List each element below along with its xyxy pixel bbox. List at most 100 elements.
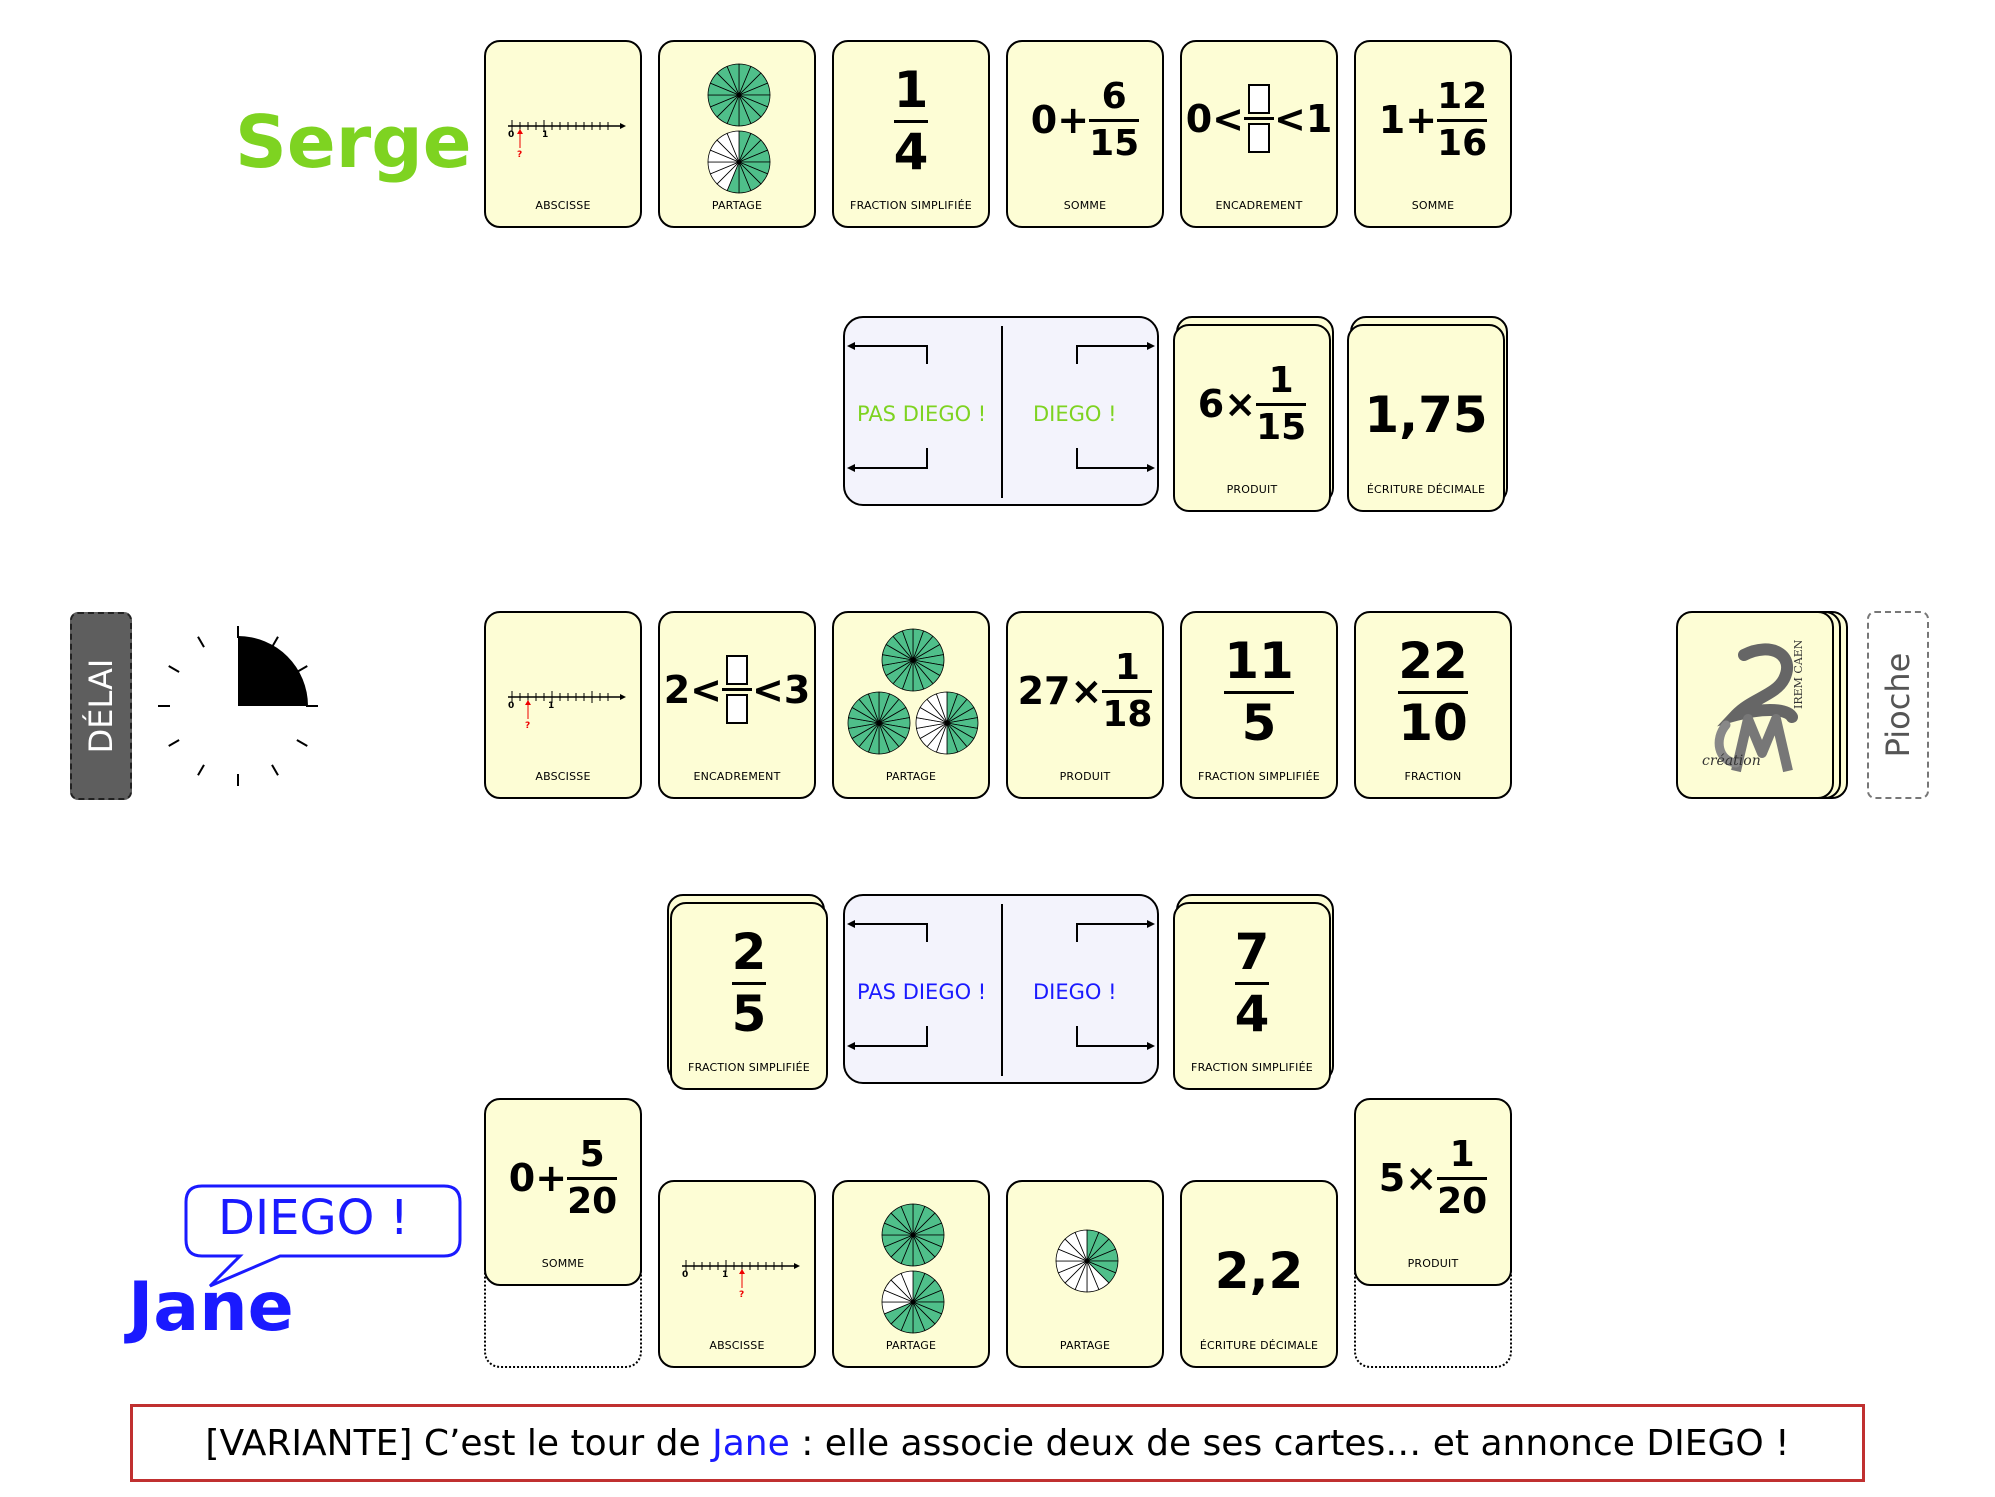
numerator: 22 (1398, 632, 1468, 690)
pioche-label: Pioche (1879, 652, 1917, 758)
prefix: 27× (1017, 669, 1103, 714)
card-caption: FRACTION (1404, 770, 1462, 783)
card-caption: FRACTION SIMPLIFIÉE (850, 199, 972, 212)
pie-slice (900, 1203, 914, 1236)
prefix: 0+ (1030, 98, 1090, 143)
card-caption: PARTAGE (1059, 1339, 1111, 1352)
card-caption: ENCADREMENT (1215, 199, 1303, 212)
axis-label-1: 1 (722, 1270, 729, 1280)
card-caption: PRODUIT (1059, 770, 1111, 783)
card-produit[interactable]: 27× 1 18 PRODUIT (1006, 611, 1164, 799)
card-caption: ABSCISSE (535, 199, 591, 212)
card-partage[interactable]: PARTAGE (832, 611, 990, 799)
card-caption: ENCADREMENT (693, 770, 781, 783)
card-partage[interactable]: PARTAGE (658, 40, 816, 228)
card-encadrement[interactable]: 0< <1 ENCADREMENT (1180, 40, 1338, 228)
card-abscisse[interactable]: 0 1 ? ABSCISSE (658, 1180, 816, 1368)
card-caption: ABSCISSE (535, 770, 591, 783)
pie-icon (847, 628, 979, 755)
card-caption: ÉCRITURE DÉCIMALE (1366, 483, 1486, 496)
caption-box: [VARIANTE] C’est le tour de Jane : elle … (130, 1404, 1865, 1482)
denominator: 16 (1437, 122, 1488, 164)
diego-label: DIEGO ! (1033, 980, 1117, 1004)
numerator: 1 (1114, 647, 1140, 688)
pie-slice (867, 691, 880, 724)
denominator: 5 (1241, 693, 1277, 752)
caption-name: Jane (712, 1422, 790, 1464)
pie-slice (901, 628, 914, 661)
timer-tick (197, 636, 205, 648)
left-bound: 2< (663, 667, 722, 712)
pie-slice (900, 1270, 914, 1303)
card-caption: ÉCRITURE DÉCIMALE (1199, 1339, 1319, 1352)
card-encadrement[interactable]: 2< <3 ENCADREMENT (658, 611, 816, 799)
card-caption: SOMME (1411, 199, 1455, 212)
pie-slice (726, 63, 740, 96)
number-line-icon (682, 1260, 800, 1288)
card-abscisse[interactable]: 0 1 ? ABSCISSE (484, 40, 642, 228)
irem-logo-sub: création (1702, 753, 1761, 769)
card-caption: FRACTION SIMPLIFIÉE (1191, 1061, 1313, 1074)
serge-diego-board[interactable]: PAS DIEGO ! DIEGO ! (843, 316, 1159, 506)
denominator: 5 (731, 984, 767, 1043)
denominator: 10 (1398, 693, 1468, 752)
timer-tick (296, 739, 308, 747)
timer-wedge (238, 636, 308, 706)
denominator: 20 (1437, 1180, 1488, 1222)
pioche-slot[interactable]: Pioche (1867, 611, 1929, 799)
arrows-icon (847, 904, 1155, 1076)
card-caption: PARTAGE (885, 1339, 937, 1352)
pie-icon (881, 1203, 945, 1334)
player-name-serge: Serge (235, 100, 472, 184)
card-caption: FRACTION SIMPLIFIÉE (1198, 770, 1320, 783)
card-partage[interactable]: PARTAGE (832, 1180, 990, 1368)
card-caption: SOMME (541, 1257, 585, 1270)
card-caption: PARTAGE (885, 770, 937, 783)
card-partage[interactable]: PARTAGE (1006, 1180, 1164, 1368)
numerator: 6 (1101, 76, 1127, 117)
numerator: 7 (1234, 923, 1270, 981)
deck-top-card[interactable]: IREM CAEN création (1676, 611, 1834, 799)
card-ecriture-decimale[interactable]: 2,2 ÉCRITURE DÉCIMALE (1180, 1180, 1338, 1368)
left-bound: 0< (1185, 96, 1244, 141)
jane-diego-board[interactable]: PAS DIEGO ! DIEGO ! (843, 894, 1159, 1084)
card-caption: PRODUIT (1407, 1257, 1459, 1270)
denominator: 4 (1234, 984, 1270, 1043)
caption-pre: [VARIANTE] C’est le tour de (205, 1422, 713, 1464)
caption-post: : elle associe deux de ses cartes… et an… (789, 1422, 1790, 1464)
card-ecriture-decimale[interactable]: 1,75 ÉCRITURE DÉCIMALE (1347, 324, 1505, 512)
speech-bubble: DIEGO ! (182, 1182, 462, 1288)
speech-bubble-icon (184, 1184, 462, 1288)
prefix: 0+ (508, 1156, 568, 1201)
numerator: 11 (1224, 632, 1294, 690)
denominator: 4 (893, 122, 929, 181)
denominator: 18 (1102, 693, 1153, 735)
diego-label: DIEGO ! (1033, 402, 1117, 426)
timer-tick (271, 764, 279, 776)
decimal-value: 1,75 (1364, 386, 1488, 444)
numerator: 2 (731, 923, 767, 981)
card-abscisse[interactable]: 0 1 ? ABSCISSE (484, 611, 642, 799)
pas-diego-label: PAS DIEGO ! (857, 402, 987, 426)
denominator: 20 (567, 1180, 618, 1222)
prefix: 5× (1378, 1156, 1438, 1201)
timer-tick (168, 665, 180, 673)
denominator: 15 (1089, 122, 1140, 164)
pie-icon (707, 63, 771, 194)
right-bound: <1 (1274, 96, 1333, 141)
numerator: 1 (893, 61, 929, 119)
pie-slice (1074, 1229, 1088, 1262)
axis-label-1: 1 (548, 701, 555, 711)
card-caption: FRACTION SIMPLIFIÉE (688, 1061, 810, 1074)
axis-label-1: 1 (542, 130, 549, 140)
